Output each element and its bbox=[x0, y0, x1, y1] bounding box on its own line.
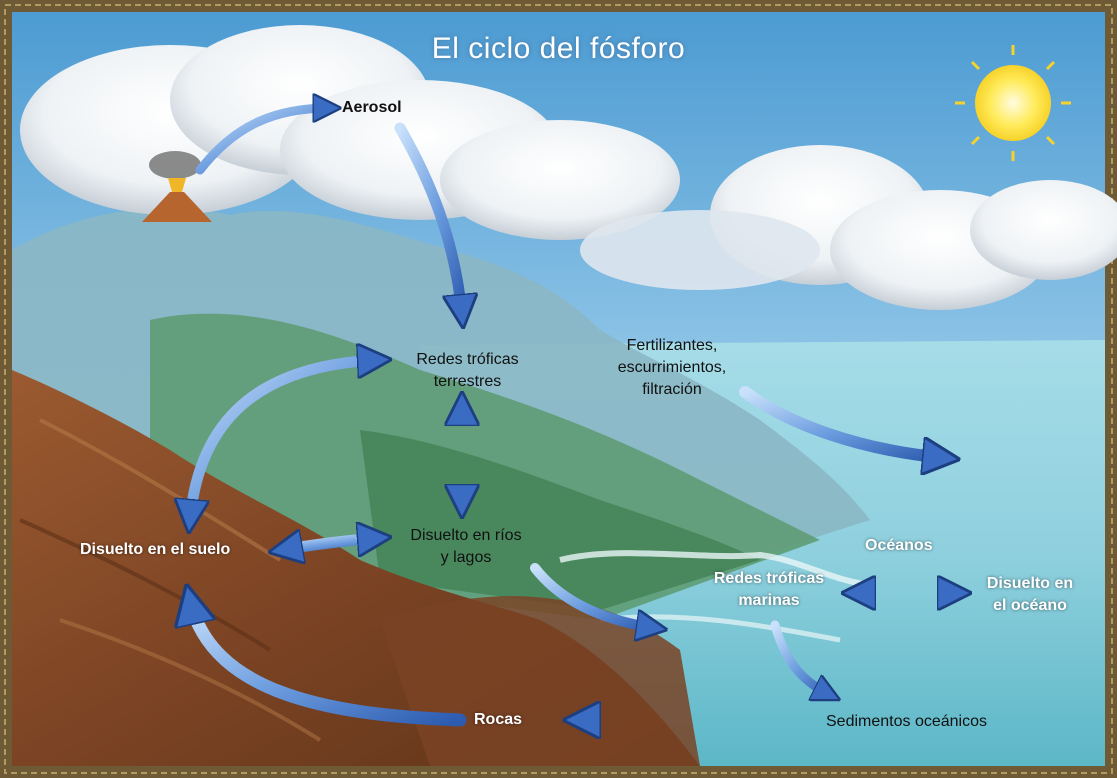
arrow-terrestrial-to-soil bbox=[190, 360, 378, 520]
arrow-rivers-to-marine bbox=[530, 563, 655, 628]
label-marine-food-webs: Redes tróficas marinas bbox=[713, 570, 825, 609]
sun-rays bbox=[955, 45, 1071, 161]
arrow-rocks-to-soil bbox=[190, 600, 467, 727]
label-aerosol: Aerosol bbox=[342, 99, 402, 116]
label-dissolved-in-ocean: Disuelto en el océano bbox=[986, 575, 1074, 614]
sun-icon bbox=[975, 65, 1051, 141]
arrow-soil-rivers bbox=[282, 538, 378, 550]
arrow-volcano-to-aerosol bbox=[195, 108, 330, 175]
diagram-title: El ciclo del fósforo bbox=[431, 32, 686, 65]
volcano bbox=[142, 151, 212, 222]
arrow-fertilizers-to-ocean bbox=[739, 386, 945, 458]
label-terrestrial-food-webs: Redes tróficas terrestres bbox=[416, 351, 519, 390]
arrow-marine-to-sediments bbox=[770, 620, 830, 695]
label-oceans: Océanos bbox=[865, 537, 933, 554]
label-dissolved-in-rivers: Disuelto en ríos y lagos bbox=[410, 527, 522, 566]
label-dissolved-in-soil: Disuelto en el suelo bbox=[80, 541, 231, 558]
label-ocean-sediments: Sedimentos oceánicos bbox=[826, 713, 987, 730]
clouds bbox=[20, 25, 1117, 310]
label-fertilizers-runoff: Fertilizantes, escurrimientos, filtració… bbox=[617, 337, 727, 398]
arrow-aerosol-to-terrestrial bbox=[394, 122, 462, 315]
label-rocks: Rocas bbox=[474, 711, 523, 728]
